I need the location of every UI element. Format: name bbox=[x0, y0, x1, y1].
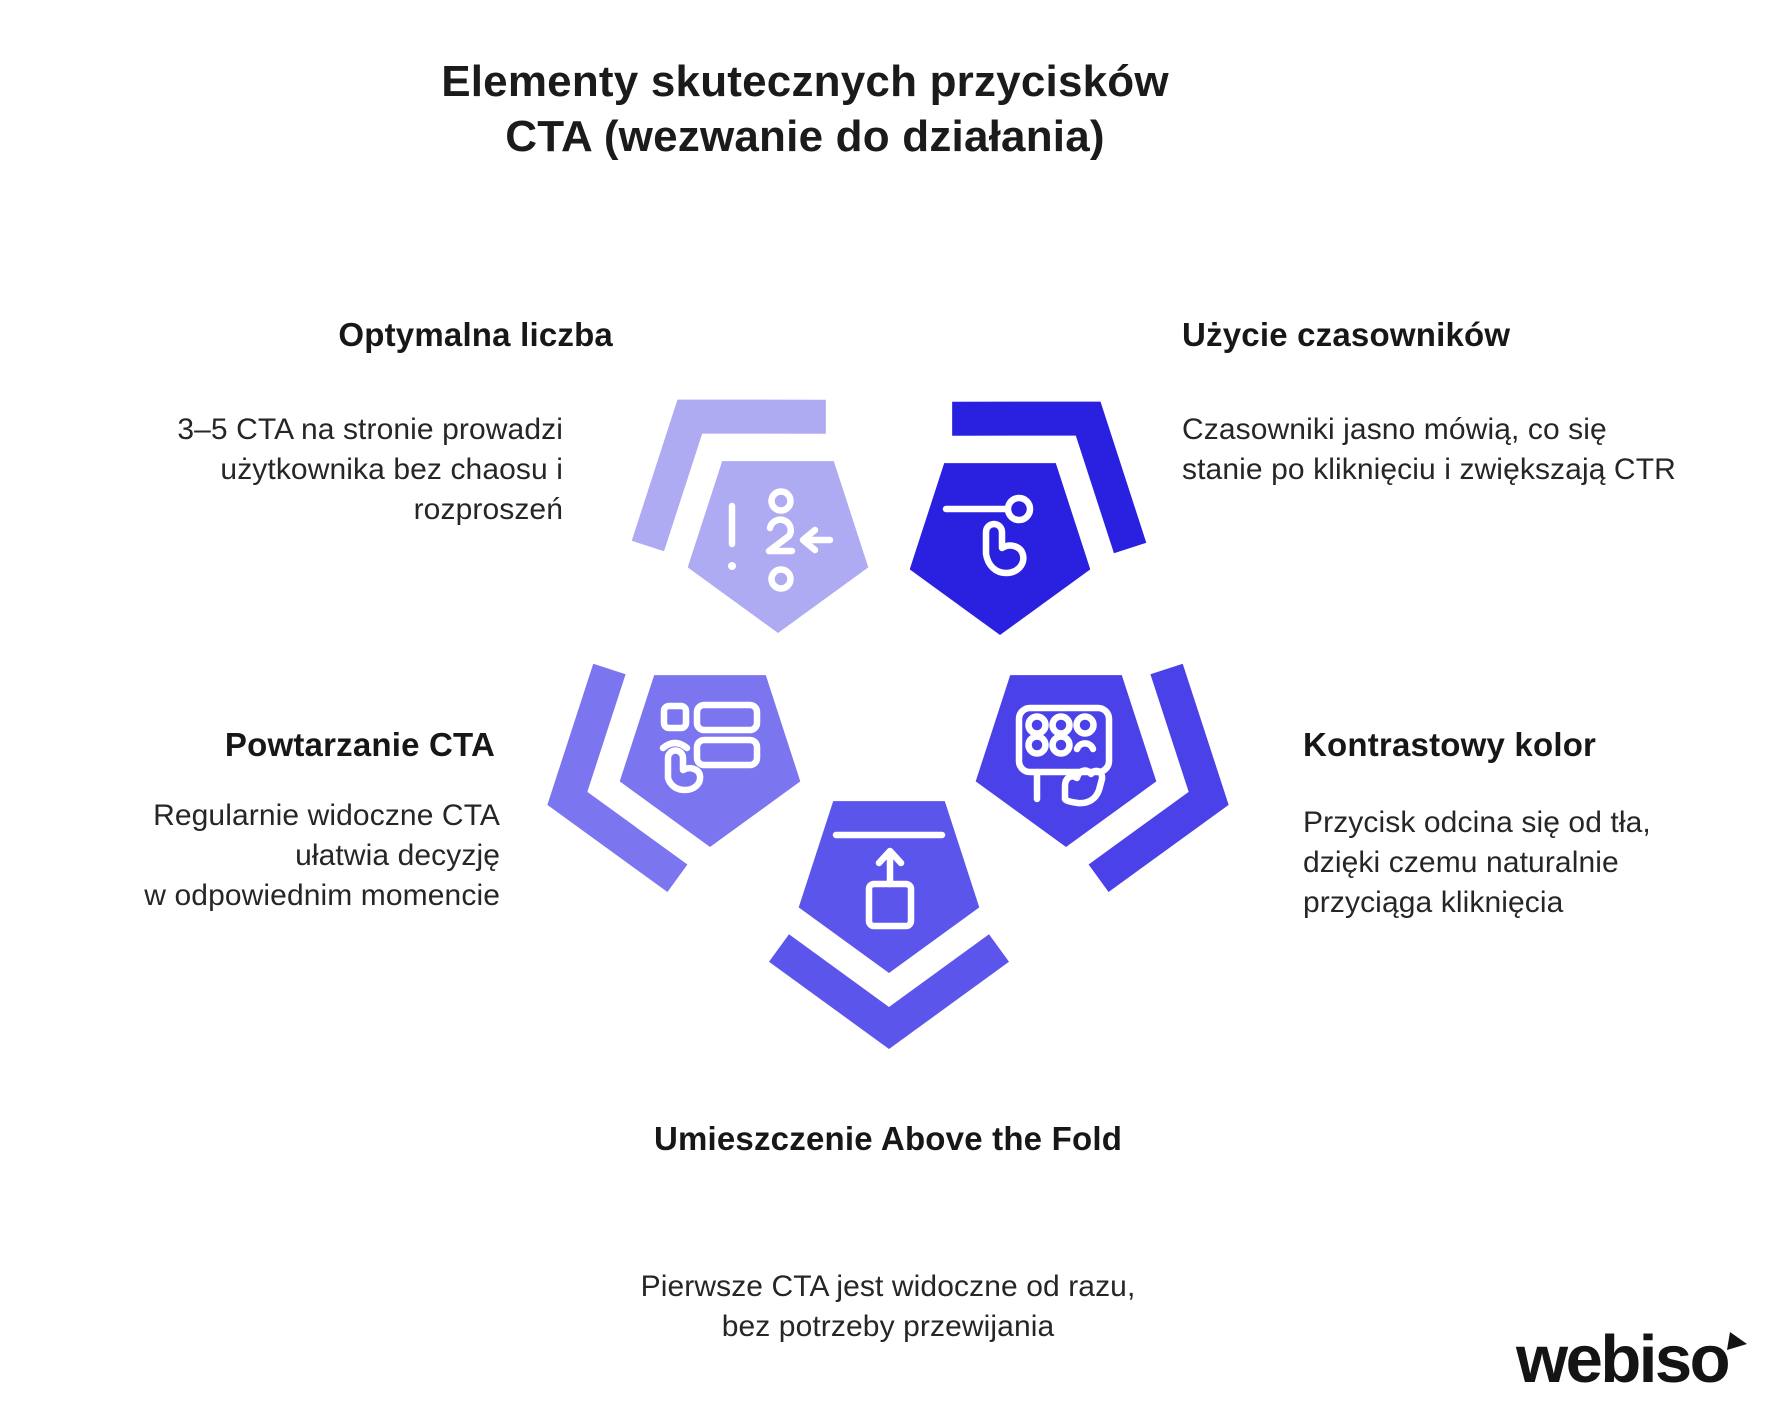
webiso-logo-arrow-icon bbox=[1727, 1332, 1747, 1350]
body-optimal-count: 3–5 CTA na stronie prowadzi użytkownika … bbox=[177, 413, 563, 526]
body-repeat-cta: Regularnie widoczne CTA ułatwia decyzję … bbox=[144, 799, 500, 912]
pentagon-repeat-cta bbox=[619, 675, 801, 847]
body-contrast-color: Przycisk odcina się od tła, dzięki czemu… bbox=[1303, 806, 1651, 919]
move-up-icon bbox=[832, 831, 946, 930]
webiso-logo: webiso bbox=[1516, 1322, 1731, 1397]
heading-optimal-count: Optymalna liczba bbox=[338, 316, 613, 353]
page-title-line2: CTA (wezwanie do działania) bbox=[505, 112, 1105, 161]
section-verbs-body: Czasowniki jasno mówią, co się stanie po… bbox=[1182, 410, 1762, 490]
section-repeat-cta-heading: Powtarzanie CTA bbox=[45, 728, 495, 761]
body-verbs: Czasowniki jasno mówią, co się stanie po… bbox=[1182, 413, 1676, 486]
page-title-line1: Elementy skutecznych przycisków bbox=[441, 57, 1169, 106]
section-above-fold-body: Pierwsze CTA jest widoczne od razu, bez … bbox=[388, 1267, 1388, 1347]
slider-tap-icon bbox=[942, 494, 1034, 577]
numbered-list-arrow-icon bbox=[728, 488, 834, 592]
list-tap-icon bbox=[659, 701, 761, 794]
section-repeat-cta-body: Regularnie widoczne CTA ułatwia decyzję … bbox=[40, 796, 500, 916]
chevron-contrast-color bbox=[1088, 663, 1229, 893]
heading-verbs: Użycie czasowników bbox=[1182, 316, 1511, 353]
section-contrast-color-heading: Kontrastowy kolor bbox=[1303, 728, 1763, 761]
palette-hand-icon bbox=[1015, 704, 1113, 807]
chevron-verbs bbox=[952, 401, 1147, 554]
heading-repeat-cta: Powtarzanie CTA bbox=[224, 726, 495, 763]
pentagon-contrast-color bbox=[975, 675, 1157, 847]
heading-above-fold: Umieszczenie Above the Fold bbox=[653, 1120, 1123, 1157]
section-optimal-count-heading: Optymalna liczba bbox=[113, 318, 613, 351]
section-optimal-count-body: 3–5 CTA na stronie prowadzi użytkownika … bbox=[63, 410, 563, 530]
section-verbs-heading: Użycie czasowników bbox=[1182, 318, 1742, 351]
section-contrast-color-body: Przycisk odcina się od tła, dzięki czemu… bbox=[1303, 803, 1773, 923]
body-above-fold: Pierwsze CTA jest widoczne od razu, bez … bbox=[640, 1270, 1136, 1343]
section-above-fold-heading: Umieszczenie Above the Fold bbox=[388, 1122, 1388, 1155]
chevron-optimal-count bbox=[631, 399, 826, 552]
heading-contrast-color: Kontrastowy kolor bbox=[1303, 726, 1597, 763]
chevron-repeat-cta bbox=[547, 663, 688, 893]
chevron-above-fold bbox=[769, 934, 1009, 1050]
